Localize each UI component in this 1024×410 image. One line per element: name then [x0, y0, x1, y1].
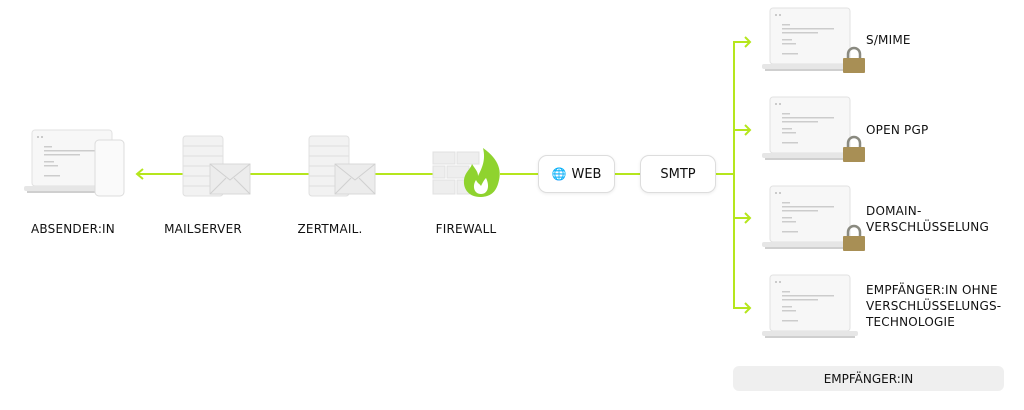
recipient-smime-device: [761, 7, 867, 75]
zertmail-label: ZERTMAIL.: [297, 222, 363, 236]
recipients-group-label: EMPFÄNGER:IN: [733, 366, 1004, 391]
smtp-label: SMTP: [660, 166, 696, 182]
mailserver-icon: [182, 135, 251, 197]
firewall-icon: [432, 148, 500, 197]
zertmail-server-icon: [308, 135, 376, 197]
globe-icon: 🌐: [551, 167, 567, 181]
web-node: 🌐 WEB: [538, 155, 615, 193]
flow-lines: [135, 36, 752, 314]
recipient-domain-label: DOMAIN-VERSCHLÜSSELUNG: [866, 204, 989, 234]
smtp-node: SMTP: [640, 155, 716, 193]
recipient-smime-label: S/MIME: [866, 33, 911, 47]
web-label: WEB: [571, 166, 602, 182]
recipient-domain-device: [761, 185, 867, 253]
mailserver-label: MAILSERVER: [164, 222, 242, 236]
recipient-openpgp-device: [761, 96, 867, 164]
firewall-label: FIREWALL: [435, 222, 497, 236]
recipient-unencrypted-device: [761, 274, 859, 339]
sender-device-icon: [23, 129, 125, 197]
recipient-openpgp-label: OPEN PGP: [866, 123, 929, 137]
sender-label: ABSENDER:IN: [31, 222, 115, 236]
